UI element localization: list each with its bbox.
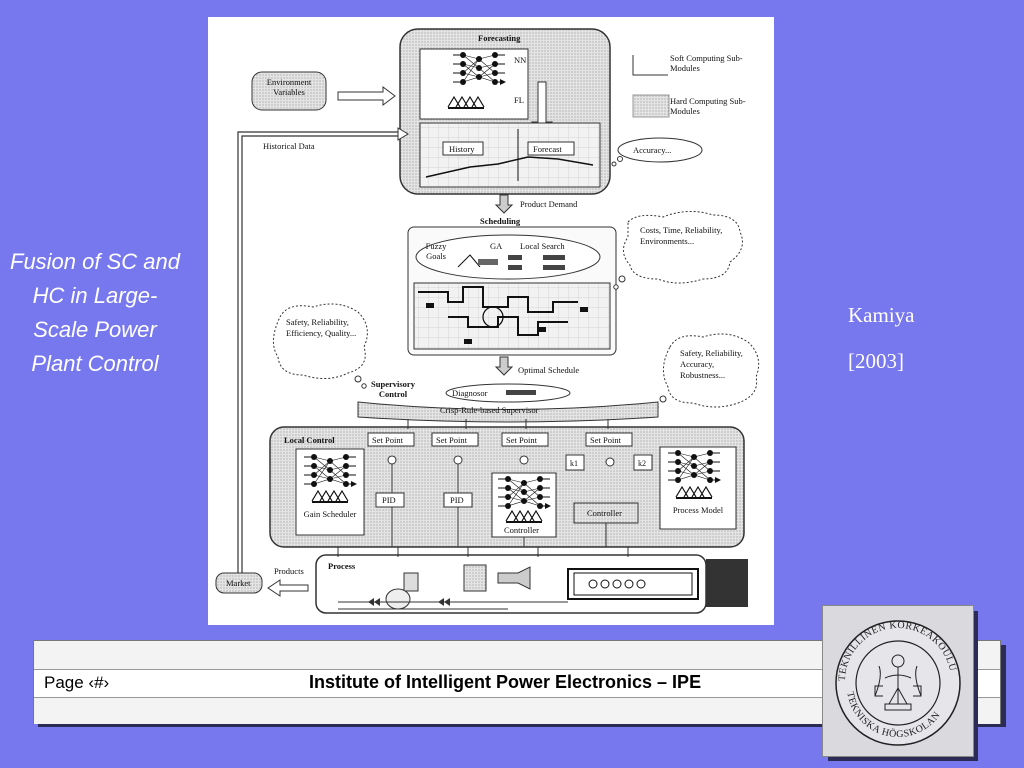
forecast-label: Forecast [533, 144, 562, 154]
safety-thought-right-label: Safety, Reliability, Accuracy, Robustnes… [680, 348, 743, 380]
local-control-block: Local Control Set Point Set Point Set Po… [269, 426, 745, 548]
ga-label: GA [490, 241, 503, 251]
institute-name: Institute of Intelligent Power Electroni… [309, 672, 702, 692]
history-label: History [449, 144, 475, 154]
local-search-label: Local Search [520, 241, 565, 251]
process-title: Process [328, 561, 356, 571]
set-point-3: Set Point [506, 435, 538, 445]
pid-label-1: PID [382, 495, 396, 505]
citation-author: Kamiya [848, 303, 915, 327]
diagnosor-label: Diagnosor [452, 388, 488, 398]
set-point-2: Set Point [436, 435, 468, 445]
supervisory-control: Supervisory Control Diagnosor Crisp-Rule… [357, 379, 659, 423]
scheduling-title: Scheduling [480, 216, 521, 226]
seal-figure-icon [874, 654, 922, 711]
product-demand-arrow: Product Demand [494, 194, 578, 214]
fuzzy-goals-label: Fuzzy Goals [425, 241, 447, 261]
scheduling-block: Scheduling Fuzzy Goals GA Local Search [407, 216, 617, 356]
connectors [337, 419, 629, 557]
controller-label-1: Controller [504, 525, 539, 535]
products-label: Products [274, 566, 304, 576]
market-box: Products Market [215, 566, 309, 597]
scheduling-thought: Costs, Time, Reliability, Environments..… [613, 211, 743, 290]
slide-title: Fusion of SC and HC in Large-Scale Power… [10, 249, 180, 376]
forecasting-title: Forecasting [478, 33, 521, 43]
accuracy-label: Accuracy... [633, 145, 671, 155]
safety-thought-right: Safety, Reliability, Accuracy, Robustnes… [653, 333, 760, 410]
scheduling-thought-label: Costs, Time, Reliability, Environments..… [640, 225, 723, 246]
historical-data-path: Historical Data [237, 127, 409, 577]
legend-soft: Soft Computing Sub-Modules [670, 53, 743, 73]
historical-data-label: Historical Data [263, 141, 315, 151]
nn-label: NN [514, 55, 526, 65]
local-control-title: Local Control [284, 435, 335, 445]
k2-label: k2 [638, 459, 646, 468]
set-point-4: Set Point [590, 435, 622, 445]
environment-variables-box: Environment Variables [251, 71, 396, 111]
architecture-figure: Forecasting NN FL History Forecast Accur… [208, 17, 774, 625]
legend: Soft Computing Sub-Modules Hard Computin… [632, 53, 746, 118]
page-number: Page ‹#› [44, 673, 110, 692]
supervisory-title: Supervisory Control [371, 379, 415, 399]
k1-label: k1 [570, 459, 578, 468]
safety-thought-left-label: Safety, Reliability, Efficiency, Quality… [286, 317, 357, 338]
pid-label-2: PID [450, 495, 464, 505]
safety-thought-left: Safety, Reliability, Efficiency, Quality… [273, 303, 368, 389]
forecasting-block: Forecasting NN FL History Forecast [399, 28, 611, 195]
citation: Kamiya [2003] [848, 292, 914, 384]
market-label: Market [226, 578, 251, 588]
environment-variables-label: Environment Variables [266, 77, 312, 97]
product-demand-label: Product Demand [520, 199, 578, 209]
optimal-schedule-arrow: Optimal Schedule [494, 356, 579, 376]
process-block: Process [315, 554, 748, 614]
fl-label: FL [514, 95, 524, 105]
controller-label-2: Controller [587, 508, 622, 518]
legend-hard: Hard Computing Sub-Modules [670, 96, 746, 116]
accuracy-thought: Accuracy... [611, 137, 703, 167]
crisp-supervisor-label: Crisp-Rule-based Supervisor [440, 405, 539, 415]
process-model-label: Process Model [672, 505, 724, 515]
university-seal-logo: TEKNILLINEN KORKEAKOULU TEKNISKA HÖGSKOL… [822, 605, 974, 757]
citation-year: [2003] [848, 349, 904, 373]
set-point-1: Set Point [372, 435, 404, 445]
optimal-schedule-label: Optimal Schedule [518, 365, 579, 375]
gain-scheduler-label: Gain Scheduler [303, 509, 357, 519]
